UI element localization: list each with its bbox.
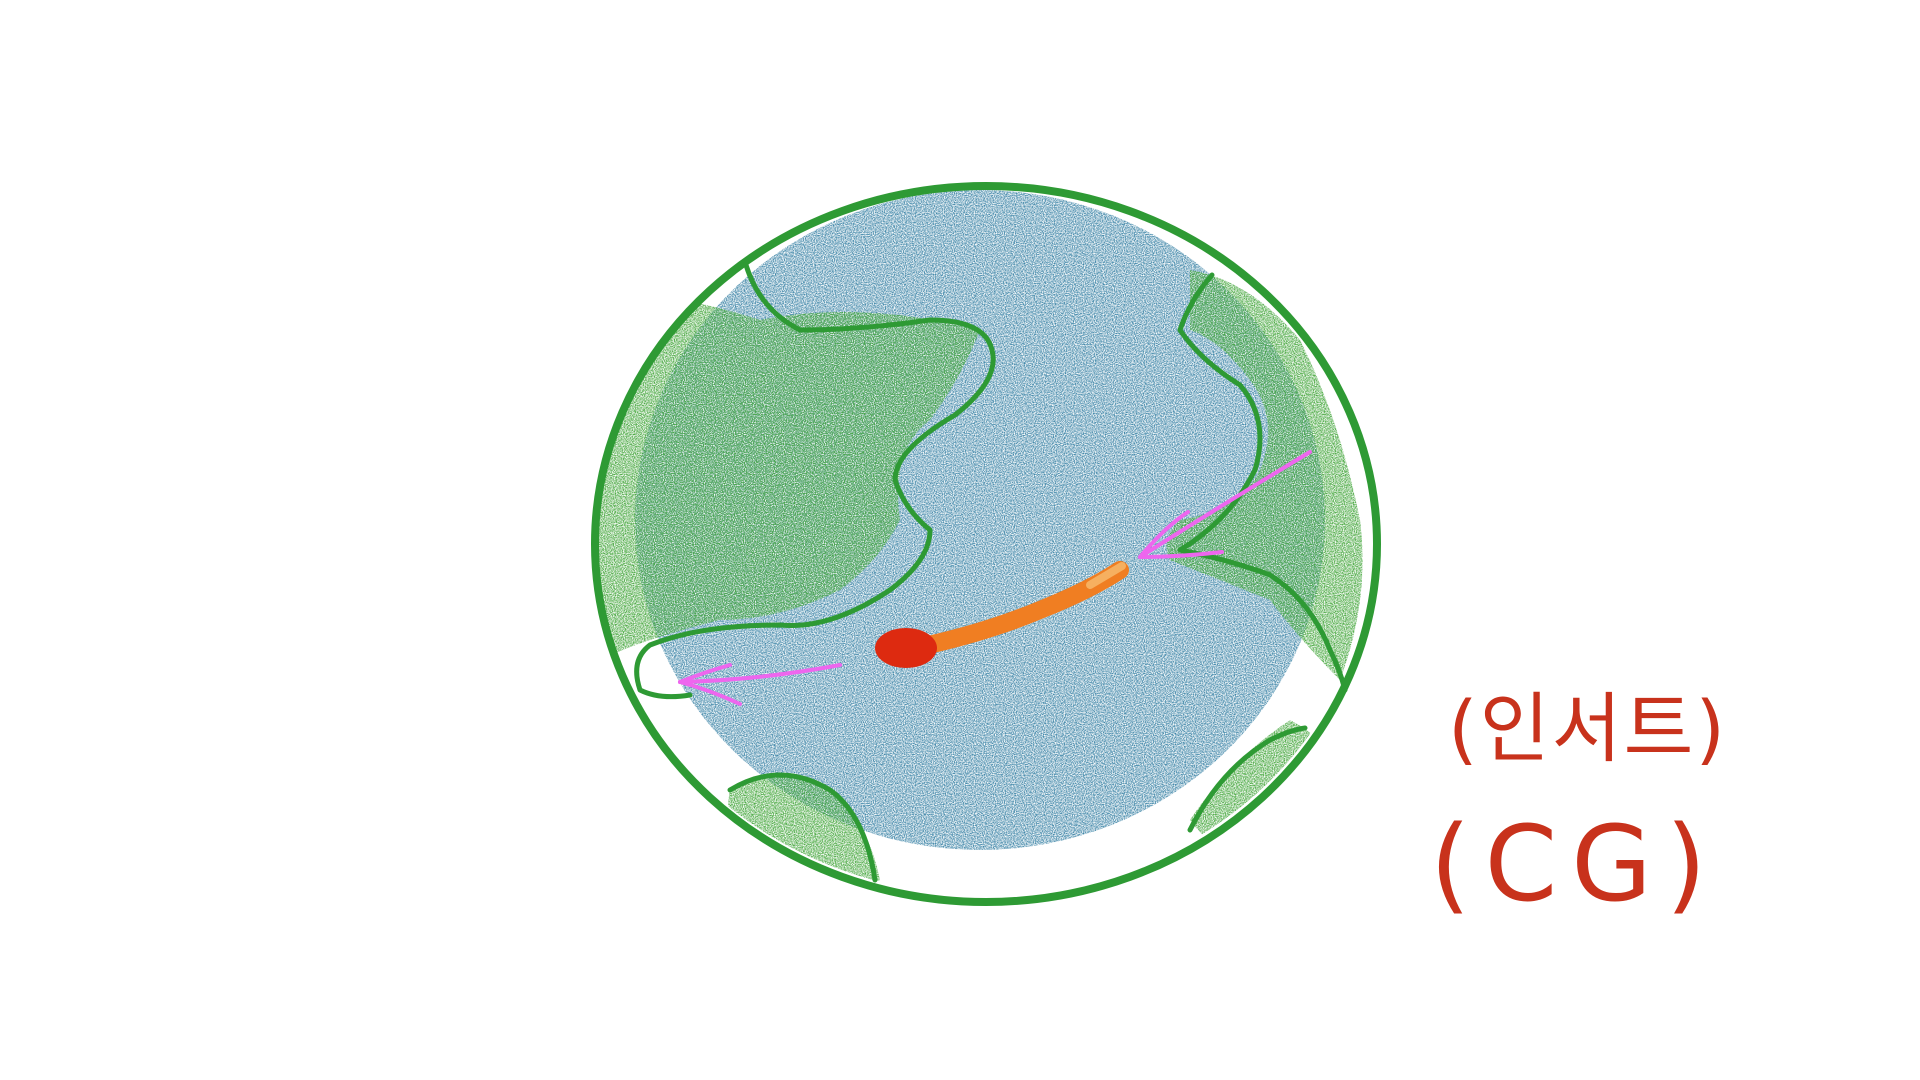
annotation-insert-label: (인서트) <box>1448 684 1727 773</box>
coastline-left <box>634 262 996 700</box>
meteor <box>875 561 1129 668</box>
coastline-bottom-right <box>1187 725 1308 833</box>
annotation: (인서트) (CG) <box>1430 684 1727 925</box>
globe <box>591 182 1381 906</box>
meteor-head <box>875 628 937 668</box>
arrow-right-icon <box>1138 450 1312 559</box>
annotation-cg-label: (CG) <box>1430 803 1720 925</box>
coastlines <box>634 262 1348 883</box>
globe-outline <box>591 182 1381 906</box>
coastline-bottom-left <box>727 772 878 883</box>
meteor-trail-tip <box>1086 562 1126 589</box>
arrow-left-icon <box>678 663 842 706</box>
coastline-right <box>1177 272 1348 693</box>
